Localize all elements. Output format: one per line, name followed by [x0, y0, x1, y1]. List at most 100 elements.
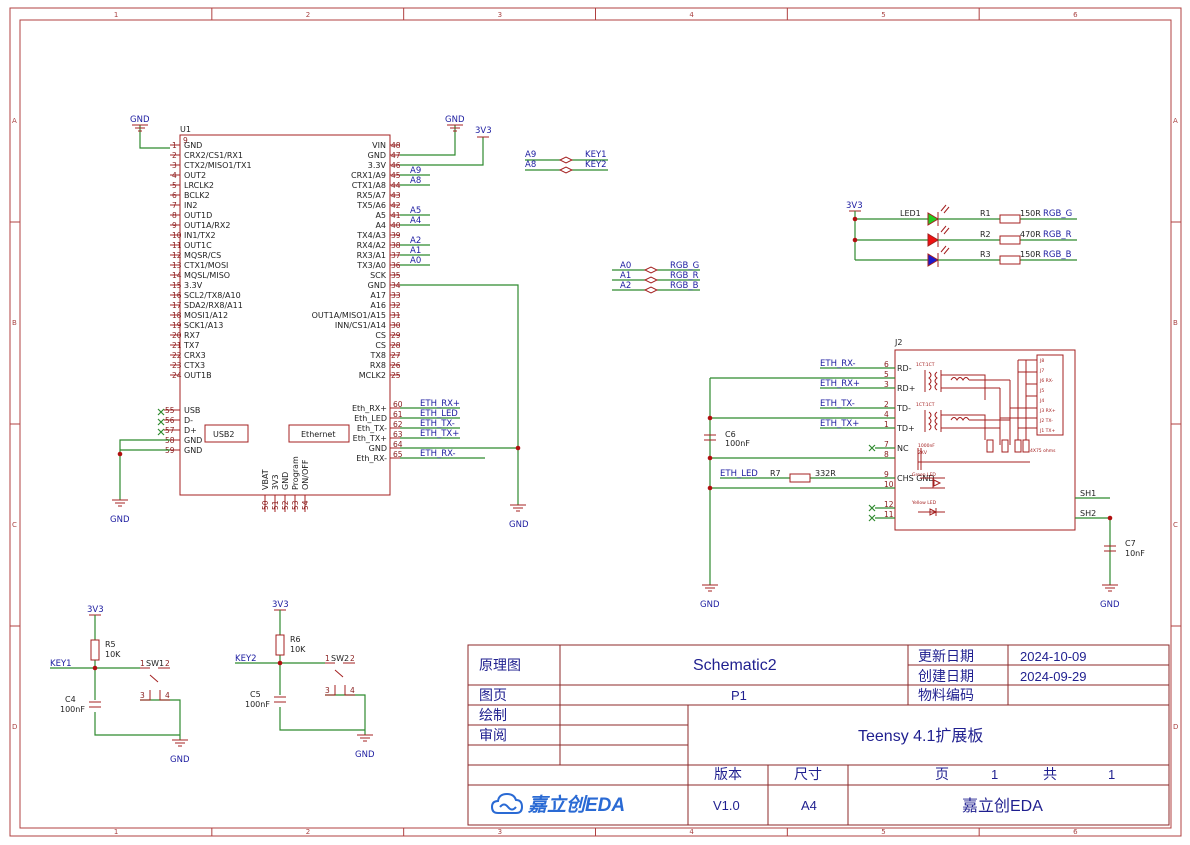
r7-value: 332R [815, 469, 836, 478]
u1-pin-name: A16 [370, 301, 386, 310]
u1-pin-number: 16 [172, 291, 182, 300]
u1-pin-number: 9 [172, 221, 177, 230]
sw1-p2: 2 [165, 659, 170, 668]
u1-pin-number: 1 [172, 141, 177, 150]
j2-net-rxm: ETH_RX- [820, 359, 856, 369]
u1-pin-name: A17 [370, 291, 386, 300]
tb-company: 嘉立创EDA [962, 797, 1043, 815]
zone-col-label: 1 [114, 828, 118, 836]
gnd-label: GND [445, 115, 465, 125]
j2-pin-number: 6 [884, 360, 889, 369]
r5-ref: R5 [105, 640, 116, 649]
rgb-led-circuit[interactable]: 3V3 LED1 R1 R2 R3 150R 470R 150R RGB_G R… [846, 201, 1077, 267]
tb-draw-label: 绘制 [479, 707, 507, 723]
u1-pin-number: 29 [391, 331, 401, 340]
j2-ref: J2 [894, 338, 902, 347]
j2-pin-number: 1 [884, 420, 889, 429]
u1-pin-name: GND [184, 141, 202, 150]
tb-type-label: 原理图 [479, 657, 521, 673]
v33-u1-right: 3V3 [400, 126, 492, 166]
gnd-u1-top: GND [130, 115, 170, 149]
tb-page-value: P1 [731, 688, 747, 703]
j2-net-txp: ETH_TX+ [820, 419, 859, 429]
led-green-icon [927, 212, 939, 226]
cloud-icon [490, 792, 524, 814]
zone-col-label: 2 [306, 828, 310, 836]
net-a8: A8 [410, 176, 421, 186]
zone-row-label: A [1173, 117, 1178, 125]
j2-pin-name: CHS GND [897, 474, 935, 483]
j2-pin-number: 4 [884, 410, 889, 419]
u1-pin-name: IN1/TX2 [184, 231, 216, 240]
u1-pin-name: MCLK2 [359, 371, 386, 380]
u1-pin-number: 56 [165, 416, 175, 425]
j2-pin-number: 10 [884, 480, 894, 489]
zone-col-label: 6 [1073, 11, 1078, 19]
u1-pin-name: SDA2/RX8/A11 [184, 301, 243, 310]
u1-pin-name: CRX1/A9 [351, 171, 386, 180]
zone-row-label: B [1173, 319, 1178, 327]
net-a4: A4 [410, 216, 421, 226]
sw1-ref: SW1 [146, 659, 164, 668]
j2-net-rxp: ETH_RX+ [820, 379, 860, 389]
u1-pin-name: GND [369, 444, 387, 453]
key-mapping: A9 A8 KEY1 KEY2 [525, 150, 608, 174]
u1-pin-name: 3.3V [368, 161, 387, 170]
u1-pin-name: LRCLK2 [184, 181, 214, 190]
r6-value: 10K [290, 645, 306, 654]
sh2-label: SH2 [1080, 509, 1096, 518]
u1-pin-number: 65 [393, 450, 403, 459]
green-led-label: Green LED [912, 472, 936, 478]
xfmr1-label: 1CT:1CT [916, 362, 935, 368]
u1-pin-name: D- [184, 416, 193, 425]
sw1-net: KEY1 [50, 659, 72, 669]
u1-pin-name: Eth_RX- [356, 454, 387, 463]
u1-pin-name: GND [368, 281, 386, 290]
u1-pin-name: A5 [375, 211, 386, 220]
r1-net: RGB_G [1043, 209, 1072, 219]
zone-row-label: B [12, 319, 17, 327]
u1-pin-name: USB [184, 406, 200, 415]
tb-board-title: Teensy 4.1扩展板 [858, 727, 983, 745]
u1-pin-name: Eth_TX- [357, 424, 387, 433]
net-a1: A1 [410, 246, 421, 256]
led-blue-icon [927, 253, 939, 267]
u1-pin-name: CTX1/MOSI [184, 261, 228, 270]
switch-circuit-2[interactable]: 3V3 R6 10K KEY2 C5 100nF 1 SW2 2 3 4 GND [235, 600, 375, 760]
u1-pin-name: INN/CS1/A14 [335, 321, 386, 330]
tb-version-value: V1.0 [713, 798, 740, 813]
zone-col-label: 4 [689, 828, 694, 836]
zone-row-label: C [12, 521, 17, 529]
rgb-g: RGB_G [670, 261, 699, 271]
sw2-p1: 1 [325, 654, 330, 663]
u1-pin-number: 4 [172, 171, 177, 180]
u1-pin-number: 42 [391, 201, 401, 210]
key-a8: A8 [525, 160, 536, 170]
gnd-label: GND [509, 520, 529, 530]
u1-pin-number: 40 [391, 221, 401, 230]
u1-pin-number: 47 [391, 151, 401, 160]
r3-net: RGB_B [1043, 250, 1072, 260]
u1-pin-number: 19 [172, 321, 182, 330]
tb-update-label: 更新日期 [918, 648, 974, 664]
zone-row-label: D [1173, 723, 1178, 731]
u1-pin-name: CRX2/CS1/RX1 [184, 151, 243, 160]
yellow-led-label: Yellow LED [911, 500, 937, 506]
tb-page-num: 1 [991, 767, 998, 782]
switch-circuit-1[interactable]: 3V3 R5 10K KEY1 C4 100nF 1 SW1 2 3 4 GND [50, 605, 190, 765]
sw1-p1: 1 [140, 659, 145, 668]
u1-pin-name: RX8 [370, 361, 386, 370]
u1-pin-name: RX7 [184, 331, 200, 340]
v33-label: 3V3 [87, 605, 104, 615]
u1-right-pins: 48VIN47GND463.3V45CRX1/A944CTX1/A843RX5/… [312, 141, 401, 380]
u1-pin-number: 28 [391, 341, 401, 350]
u1-pin-number: 64 [393, 440, 403, 449]
v33-label: 3V3 [272, 600, 289, 610]
zone-row-label: A [12, 117, 17, 125]
key-key2: KEY2 [585, 160, 607, 170]
